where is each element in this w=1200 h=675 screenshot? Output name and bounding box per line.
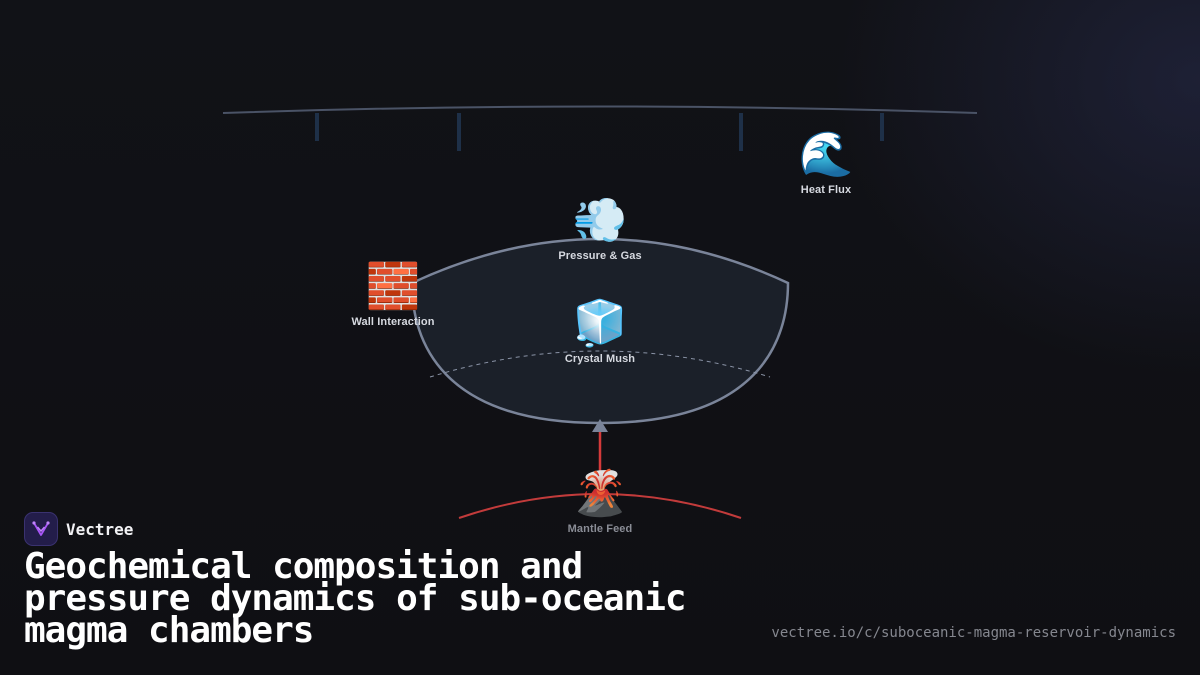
node-crystal-mush: 🧊 Crystal Mush <box>565 299 635 365</box>
node-label: Mantle Feed <box>567 523 633 535</box>
node-pressure-gas: 💨 Pressure & Gas <box>558 196 641 262</box>
node-label: Crystal Mush <box>564 353 636 365</box>
brick-icon: 🧱 <box>365 262 421 311</box>
wave-icon: 🌊 <box>798 130 854 179</box>
volcano-icon: 🌋 <box>572 469 628 518</box>
brand: Vectree <box>24 512 133 546</box>
node-label: Heat Flux <box>800 184 852 196</box>
page-title: Geochemical composition and pressure dyn… <box>24 546 687 651</box>
page-url: vectree.io/c/suboceanic-magma-reservoir-… <box>771 625 1176 641</box>
magma-chamber <box>410 237 790 425</box>
mantle-arc <box>458 493 742 519</box>
dash-wind-icon: 💨 <box>572 196 628 245</box>
node-label: Wall Interaction <box>351 316 435 328</box>
node-heat-flux: 🌊 Heat Flux <box>799 130 854 196</box>
node-mantle-feed: 🌋 Mantle Feed <box>568 469 633 535</box>
seafloor-crust-line <box>222 105 978 114</box>
brand-name: Vectree <box>66 519 134 539</box>
node-wall-interaction: 🧱 Wall Interaction <box>351 262 434 328</box>
node-label: Pressure & Gas <box>558 250 642 262</box>
ice-cube-icon: 🧊 <box>572 299 628 348</box>
crystal-mush-boundary <box>429 350 771 378</box>
feed-arrow-head <box>592 419 608 432</box>
v-branch-icon <box>24 512 58 546</box>
